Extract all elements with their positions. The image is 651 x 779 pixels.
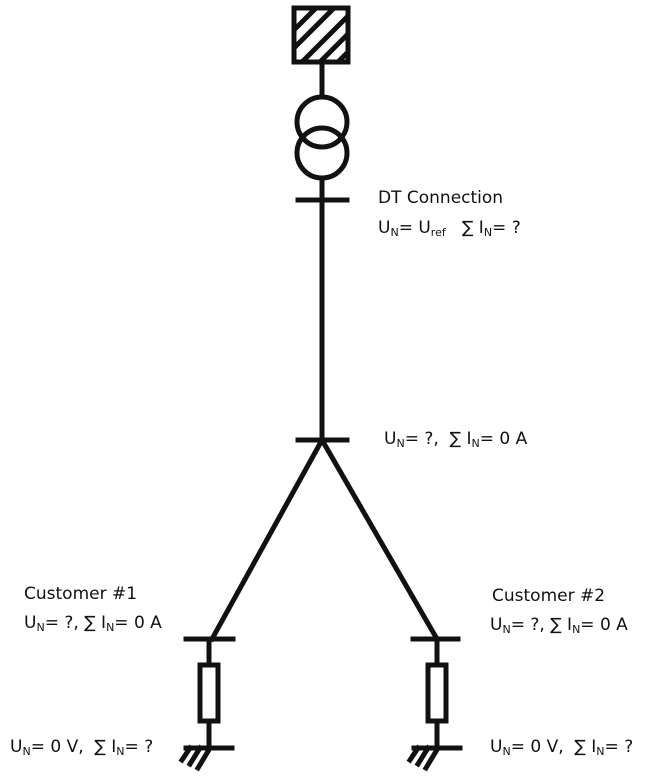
customer1-values: UN= ?, ∑ IN= 0 A	[24, 613, 162, 634]
resistor-1-icon	[197, 662, 221, 724]
label-junction: UN= ?, ∑ IN= 0 A	[384, 429, 527, 451]
junction-values: UN= ?, ∑ IN= 0 A	[384, 429, 528, 450]
transformer-icon	[294, 94, 350, 181]
customer2-values: UN= ?, ∑ IN= 0 A	[490, 615, 628, 636]
customer1-title: Customer #1	[24, 584, 138, 604]
line-junction-customer1	[208, 436, 326, 643]
label-ground1: UN= 0 V, ∑ IN= ?	[10, 737, 153, 759]
ground1-values: UN= 0 V, ∑ IN= ?	[10, 737, 154, 758]
resistor-2-icon	[425, 662, 449, 724]
dt-title: DT Connection	[378, 188, 504, 208]
grid-source-icon	[291, 5, 351, 65]
line-junction-customer2	[318, 436, 441, 643]
label-customer2: Customer #2 UN= ?, ∑ IN= 0 A	[490, 586, 628, 637]
label-customer1: Customer #1 UN= ?, ∑ IN= 0 A	[24, 584, 162, 635]
customer2-title: Customer #2	[492, 586, 606, 606]
ground-1-icon	[178, 744, 235, 772]
ground2-values: UN= 0 V, ∑ IN= ?	[490, 737, 634, 758]
label-dt: DT Connection UN= Uref ∑ IN= ?	[378, 188, 521, 240]
dt-values: UN= Uref ∑ IN= ?	[378, 218, 521, 239]
ground-2-icon	[406, 744, 463, 772]
label-ground2: UN= 0 V, ∑ IN= ?	[490, 737, 633, 759]
